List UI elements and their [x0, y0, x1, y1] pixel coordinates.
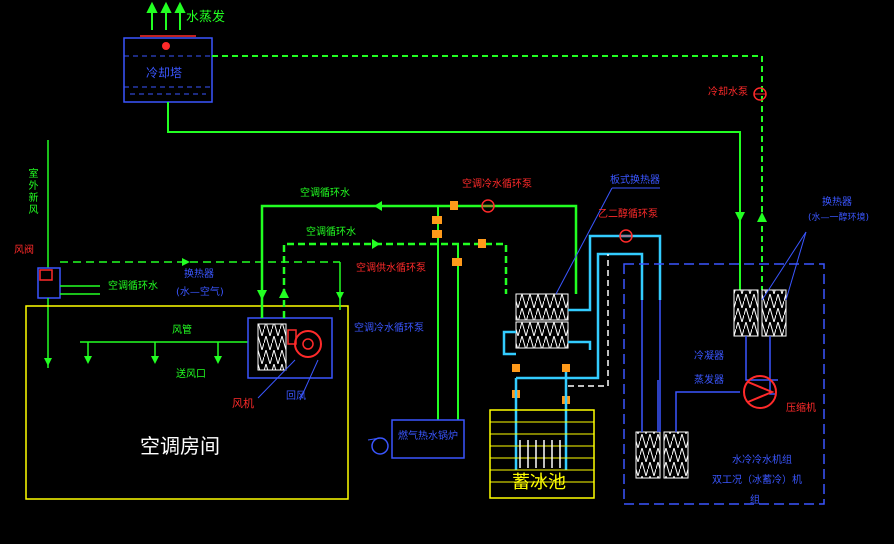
- plate-heat-exchanger: [515, 293, 569, 349]
- supply-duct: [80, 341, 248, 364]
- chiller-label-1: 水冷冷水机组: [732, 455, 792, 466]
- fresh-air-system: [37, 140, 340, 368]
- damper-label: 风阀: [14, 245, 34, 256]
- return-air-label: 回风: [286, 391, 306, 402]
- outdoor-fresh-air-label: 室外新风: [26, 168, 37, 216]
- ac-water-pipes: [257, 201, 578, 420]
- compressor-label: 压缩机: [786, 403, 816, 414]
- gas-boiler-label: 燃气热水锅炉: [398, 431, 458, 442]
- glycol-pump-label: 乙二醇循环泵: [598, 209, 658, 220]
- boiler-blower-icon: [371, 437, 389, 455]
- tower-fan-icon: [162, 42, 170, 50]
- condenser-label: 冷凝器: [694, 351, 724, 362]
- heat-exchanger-room-sub-label: (水—空气): [176, 287, 224, 298]
- chiller-label-2: 双工况（冰蓄冷）机: [712, 475, 802, 486]
- heat-exchanger-room-label: 换热器: [184, 269, 214, 280]
- ice-tank: [489, 409, 595, 499]
- compressor-icon[interactable]: [743, 375, 777, 409]
- chiller-unit-outline: [623, 263, 825, 505]
- evaporation-label: 水蒸发: [186, 10, 226, 25]
- ice-tank-label: 蓄冰池: [512, 472, 566, 493]
- chiller-label-3: 组: [750, 495, 760, 506]
- gas-boiler: [367, 419, 465, 459]
- ac-room-label: 空调房间: [140, 434, 220, 458]
- refrigerant-lines: [641, 300, 778, 432]
- ac-cycle-water-left-label: 空调循环水: [108, 281, 158, 292]
- evaporator-label: 蒸发器: [694, 375, 724, 386]
- ac-supply-pump-label: 空调供水循环泵: [356, 263, 426, 274]
- ac-make-water-label: 空调冷水循环泵: [354, 323, 424, 334]
- heat-exchanger-right-sub-label: (水—一醇环境): [808, 213, 870, 223]
- condenser-coils: [733, 289, 787, 337]
- glycol-pipes: [502, 234, 662, 470]
- ac-chilled-water-pump-label: 空调冷水循环泵: [462, 179, 532, 190]
- evaporation-arrows: [146, 1, 186, 30]
- air-handling-unit: [247, 317, 333, 379]
- cooling-water-pipes: [167, 55, 767, 290]
- evaporator-coils: [635, 431, 689, 479]
- ac-cycle-water-top-label: 空调循环水: [300, 188, 350, 199]
- fan-icon: [294, 330, 322, 358]
- cooling-water-pump-label: 冷却水泵: [708, 87, 748, 98]
- heat-exchanger-right-label: 换热器: [822, 197, 852, 208]
- ac-cycle-water-mid-label: 空调循环水: [306, 227, 356, 238]
- fan-label: 风机: [232, 397, 254, 410]
- air-supply-outlet-label: 送风口: [176, 369, 206, 380]
- ac-room-outline: [25, 305, 349, 500]
- duct-label: 风管: [172, 325, 192, 336]
- plate-exchanger-label: 板式换热器: [610, 175, 660, 186]
- cooling-tower-label: 冷却塔: [146, 66, 183, 80]
